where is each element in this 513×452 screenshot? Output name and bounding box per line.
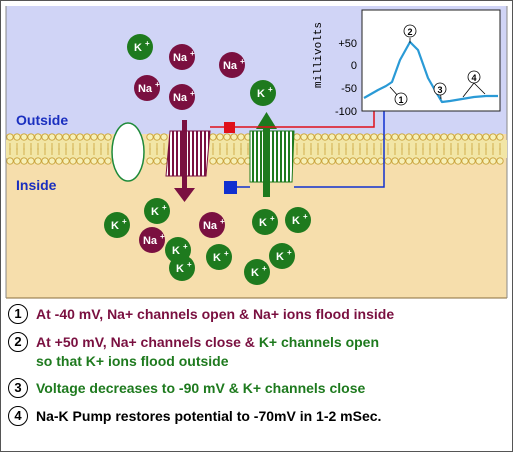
legend-item-1: 1 At -40 mV, Na+ channels open & Na+ ion… — [8, 304, 395, 324]
svg-text:+: + — [262, 264, 267, 273]
graph-tick-plus50: +50 — [338, 38, 357, 50]
svg-text:+: + — [155, 80, 160, 89]
svg-text:Na: Na — [143, 235, 158, 247]
svg-text:2: 2 — [407, 27, 412, 37]
svg-text:+: + — [145, 39, 150, 48]
svg-text:+: + — [303, 212, 308, 221]
legend-number-3: 3 — [8, 378, 28, 398]
svg-text:Na: Na — [223, 60, 238, 72]
svg-text:+: + — [162, 203, 167, 212]
svg-text:K: K — [276, 251, 284, 263]
svg-text:+: + — [160, 232, 165, 241]
svg-text:+: + — [190, 49, 195, 58]
k-ion-6: K+ — [144, 198, 170, 224]
svg-text:K: K — [259, 217, 267, 229]
svg-text:+: + — [270, 214, 275, 223]
legend-item-4: 4 Na-K Pump restores potential to -70mV … — [8, 406, 382, 426]
svg-text:Na: Na — [138, 83, 153, 95]
na-ion-11: Na+ — [139, 227, 165, 253]
legend-number-4: 4 — [8, 406, 28, 426]
svg-text:+: + — [268, 85, 273, 94]
svg-text:1: 1 — [398, 95, 403, 105]
na-channel — [165, 120, 211, 202]
svg-text:K: K — [251, 267, 259, 279]
action-potential-trace — [363, 40, 498, 104]
na-inflow-arrow-icon — [174, 188, 195, 202]
legend-text-3: Voltage decreases to -90 mV & K+ channel… — [36, 380, 366, 396]
svg-text:+: + — [240, 57, 245, 66]
na-ion-8: Na+ — [199, 212, 225, 238]
legend-text-2b: K+ channels open — [258, 334, 380, 350]
na-k-pump-protein — [111, 122, 145, 182]
k-outflow-arrow-icon — [256, 112, 277, 129]
graph-tick-0: 0 — [351, 60, 357, 72]
k-ion-5: K+ — [250, 80, 276, 106]
svg-text:K: K — [292, 215, 300, 227]
k-ion-13: K+ — [206, 244, 232, 270]
svg-text:+: + — [224, 249, 229, 258]
graph-marker-2: 2 — [403, 24, 417, 38]
svg-text:4: 4 — [471, 73, 476, 83]
k-ion-9: K+ — [252, 209, 278, 235]
voltage-sensor-red — [210, 111, 375, 133]
svg-text:K: K — [172, 245, 180, 257]
legend-number-2: 2 — [8, 332, 28, 352]
svg-text:3: 3 — [437, 85, 442, 95]
k-ion-0: K+ — [127, 34, 153, 60]
svg-text:Na: Na — [173, 52, 188, 64]
inside-label: Inside — [16, 177, 57, 193]
k-ion-7: K+ — [104, 212, 130, 238]
svg-text:K: K — [151, 206, 159, 218]
svg-text:K: K — [176, 263, 184, 275]
na-ion-1: Na+ — [169, 44, 195, 70]
k-ion-16: K+ — [244, 259, 270, 285]
na-ion-3: Na+ — [134, 75, 160, 101]
svg-text:+: + — [183, 242, 188, 251]
voltage-sensor-blue — [224, 111, 385, 194]
graph-tick-minus100: -100 — [335, 106, 357, 118]
graph-tick-minus50: -50 — [341, 83, 357, 95]
svg-text:+: + — [287, 248, 292, 257]
k-channel — [249, 112, 295, 197]
legend-number-1: 1 — [8, 304, 28, 324]
svg-text:+: + — [190, 89, 195, 98]
svg-text:Na: Na — [173, 92, 188, 104]
na-ion-4: Na+ — [169, 84, 195, 110]
voltage-graph: millivolts +50 0 -50 -100 1 2 3 4 — [313, 9, 501, 118]
svg-text:K: K — [213, 252, 221, 264]
svg-text:K: K — [257, 88, 265, 100]
k-ion-10: K+ — [285, 207, 311, 233]
graph-marker-1: 1 — [394, 92, 408, 106]
graph-marker-4: 4 — [467, 70, 481, 84]
k-ion-14: K+ — [269, 243, 295, 269]
ions-layer: K+Na+Na+Na+Na+K+K+K+Na+K+K+Na+K+K+K+K+K+ — [104, 34, 311, 285]
legend-text-1: At -40 mV, Na+ channels open & Na+ ions … — [36, 306, 395, 322]
svg-text:Na: Na — [203, 220, 218, 232]
svg-text:+: + — [187, 260, 192, 269]
graph-marker-3: 3 — [433, 82, 447, 96]
legend-text-2c: so that K+ ions flood outside — [36, 353, 229, 369]
legend-item-2: 2 At +50 mV, Na+ channels close & K+ cha… — [8, 332, 380, 371]
k-ion-15: K+ — [169, 255, 195, 281]
svg-text:+: + — [220, 217, 225, 226]
na-ion-2: Na+ — [219, 52, 245, 78]
svg-text:K: K — [111, 220, 119, 232]
legend-item-3: 3 Voltage decreases to -90 mV & K+ chann… — [8, 378, 366, 398]
graph-ylabel: millivolts — [313, 22, 325, 88]
svg-text:K: K — [134, 42, 142, 54]
outside-label: Outside — [16, 112, 68, 128]
legend-text-2a: At +50 mV, Na+ channels close & — [36, 334, 259, 350]
svg-text:+: + — [122, 217, 127, 226]
legend-text-4: Na-K Pump restores potential to -70mV in… — [36, 408, 382, 424]
